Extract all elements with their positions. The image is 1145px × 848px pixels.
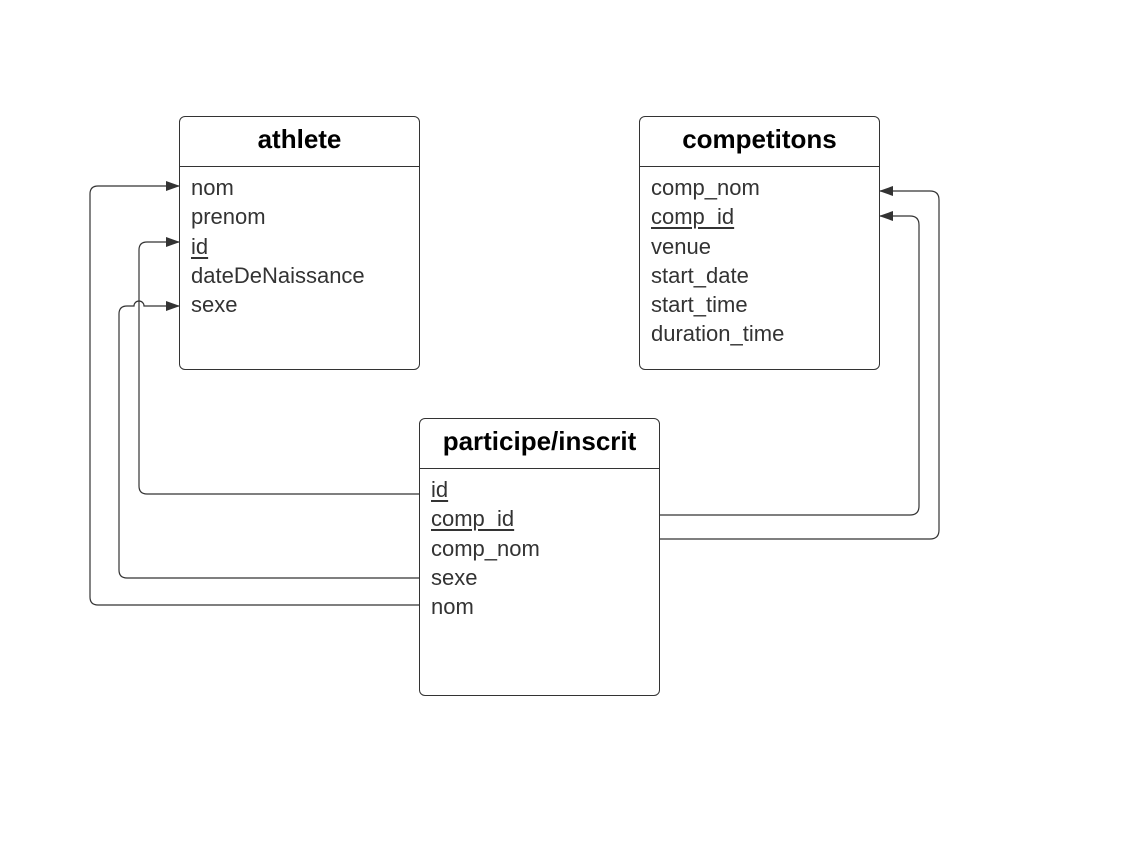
field-prenom: prenom — [191, 204, 266, 230]
entity-title: athlete — [180, 117, 419, 167]
field-id-foreign-key: id — [431, 477, 449, 502]
field-date-de-naissance: dateDeNaissance — [191, 262, 365, 288]
connector-comp-nom-to-competitons-comp-nom[interactable] — [660, 186, 940, 540]
field-comp-nom: comp_nom — [431, 535, 540, 561]
field-comp-id-foreign-key: comp_id — [431, 506, 515, 532]
entity-field-list: comp_nom comp_id venue start_date start_… — [640, 167, 879, 349]
field-start-time: start_time — [651, 292, 748, 318]
connector-id-to-athlete-id[interactable] — [138, 237, 419, 495]
field-sexe: sexe — [431, 564, 478, 590]
field-start-date: start_date — [651, 262, 749, 288]
field-comp-nom: comp_nom — [651, 175, 760, 200]
entity-participe-inscrit[interactable]: participe/inscrit id comp_id comp_nom se… — [419, 418, 660, 696]
entity-field-list: nom prenom id dateDeNaissance sexe — [180, 167, 419, 319]
field-nom: nom — [431, 594, 474, 620]
entity-field-list: id comp_id comp_nom sexe nom — [420, 469, 659, 621]
entity-title: participe/inscrit — [420, 419, 659, 469]
field-nom: nom — [191, 175, 234, 200]
field-id-primary-key: id — [191, 233, 209, 259]
entity-competitons[interactable]: competitons comp_nom comp_id venue start… — [639, 116, 880, 370]
field-venue: venue — [651, 233, 711, 259]
field-duration-time: duration_time — [651, 321, 785, 347]
connector-sexe-to-athlete-sexe[interactable] — [118, 300, 419, 579]
connector-nom-to-athlete-nom[interactable] — [89, 181, 419, 606]
field-sexe: sexe — [191, 292, 238, 318]
connector-comp-id-to-competitons-comp-id[interactable] — [660, 211, 920, 516]
entity-athlete[interactable]: athlete nom prenom id dateDeNaissance se… — [179, 116, 420, 370]
entity-title: competitons — [640, 117, 879, 167]
field-comp-id-primary-key: comp_id — [651, 204, 735, 230]
